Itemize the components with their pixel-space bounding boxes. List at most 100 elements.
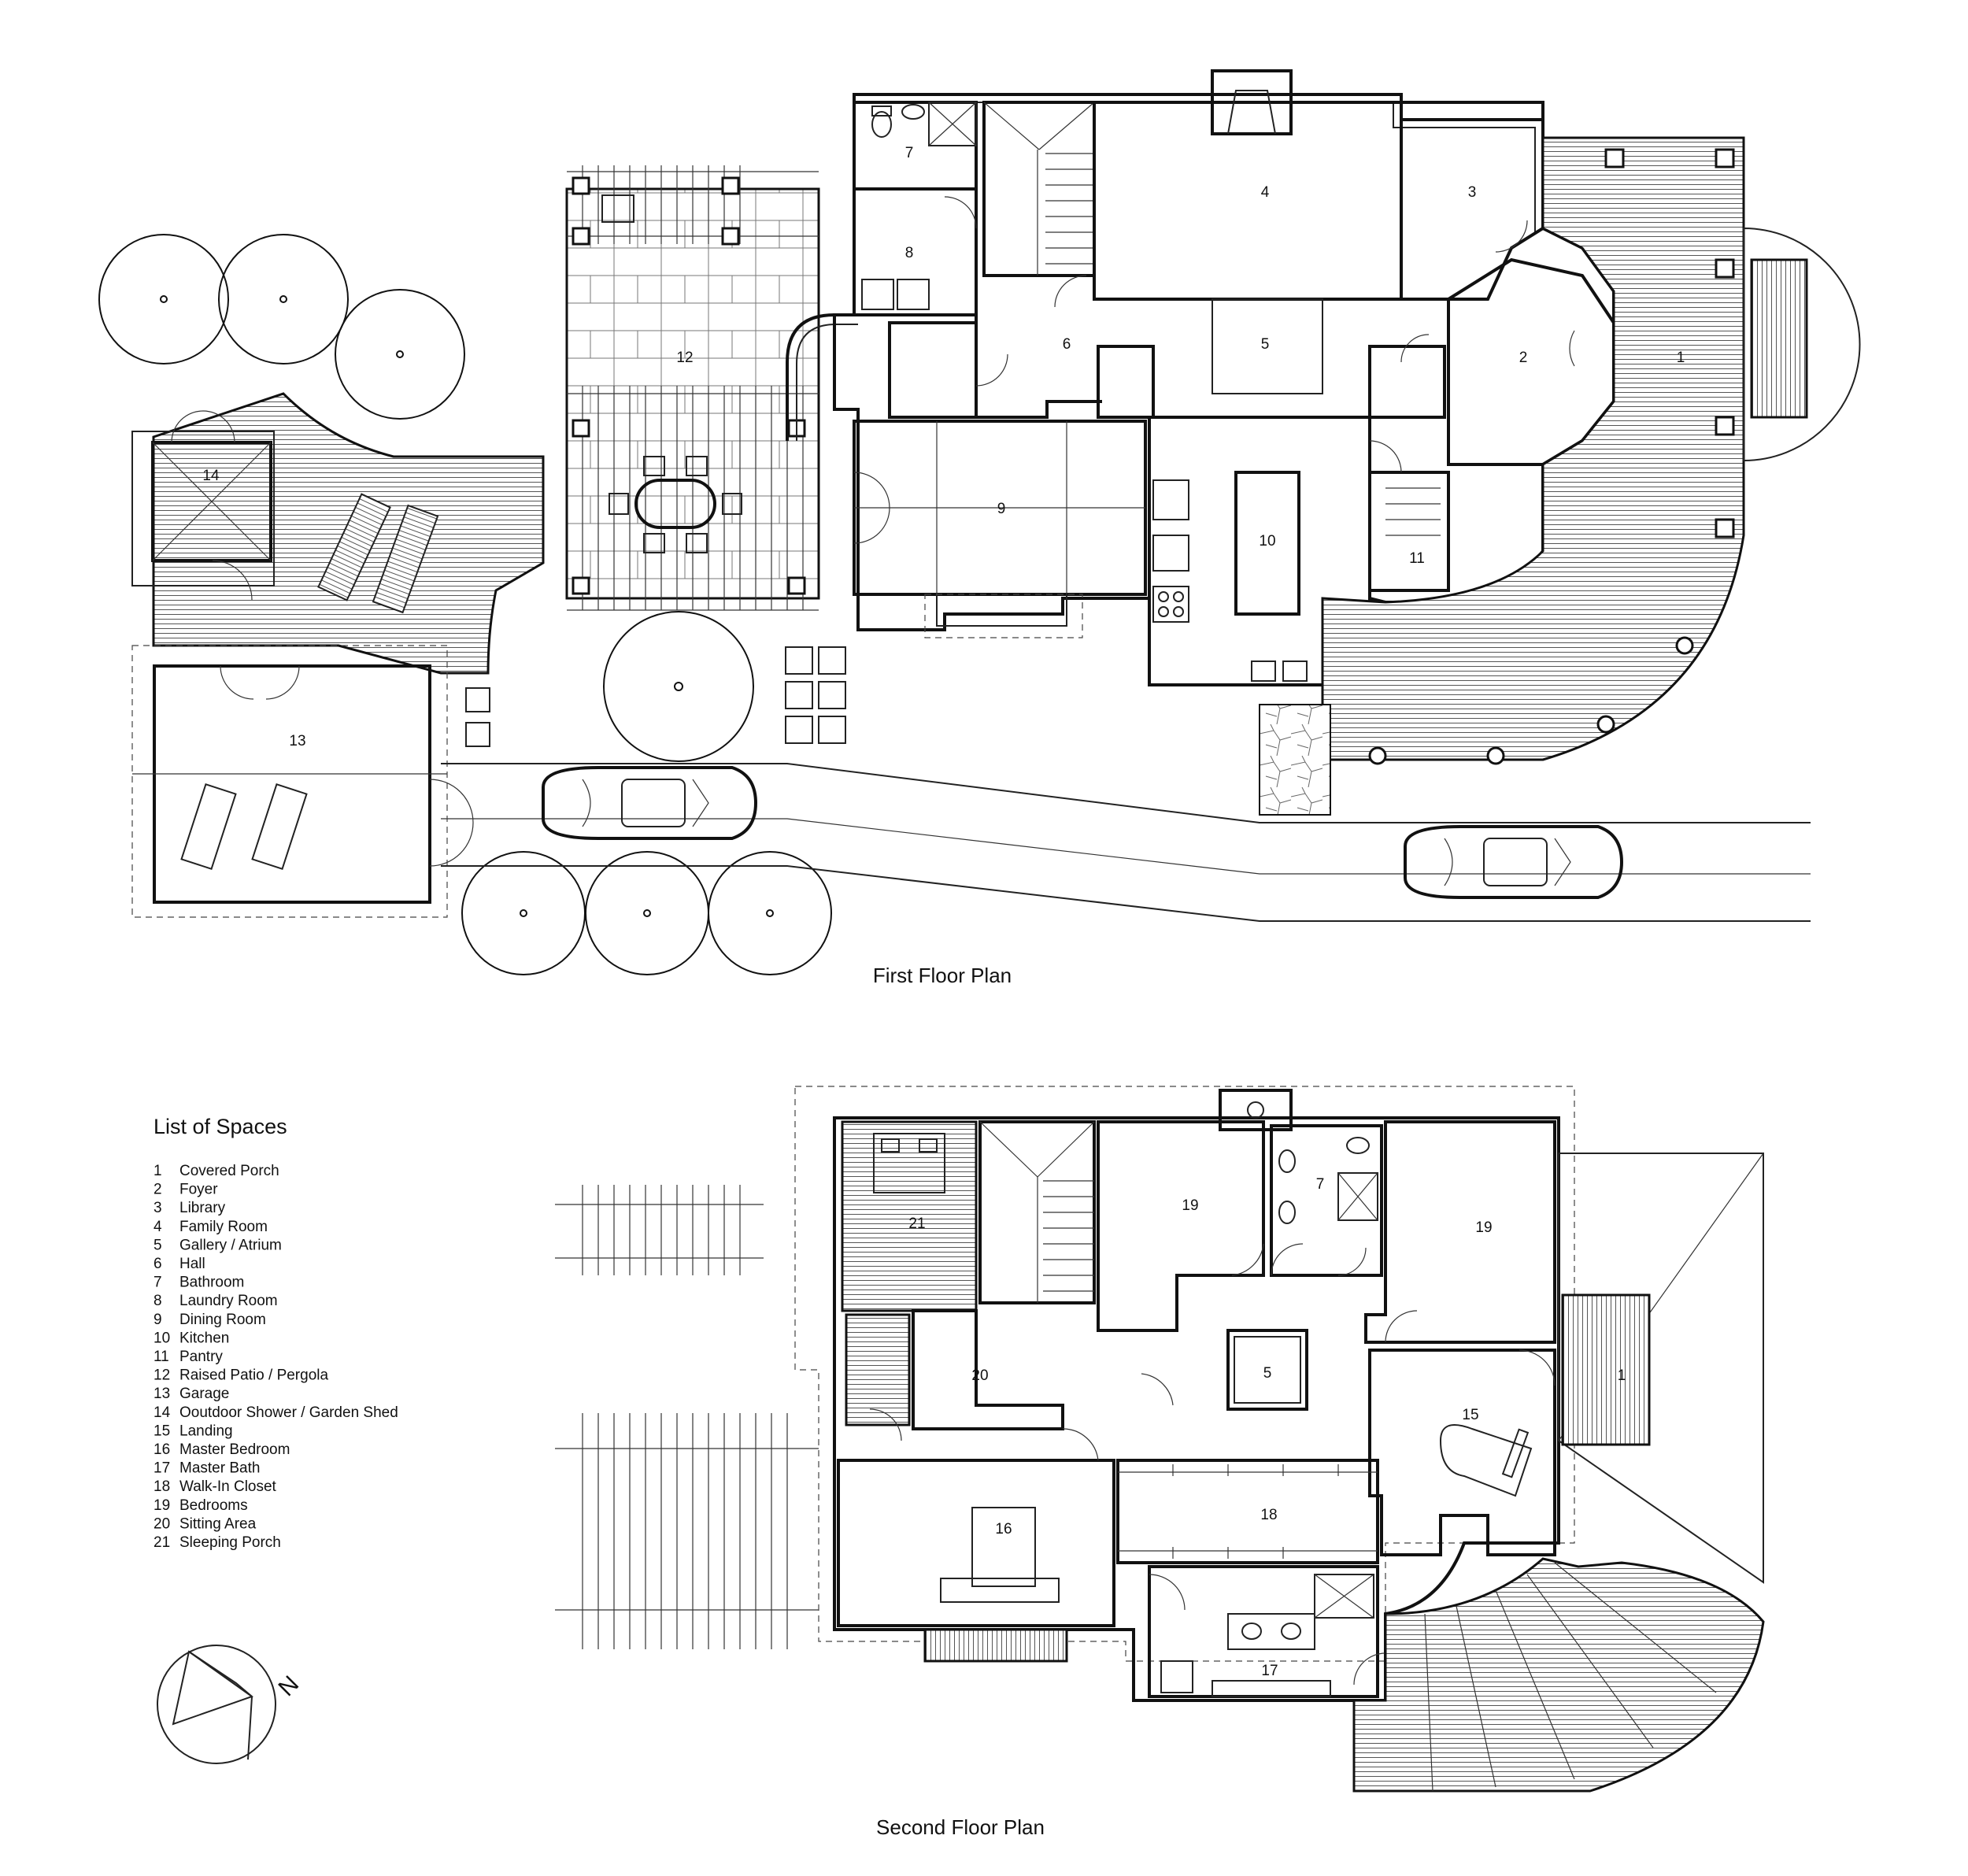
legend-item: 5 Gallery / Atrium [154,1237,282,1253]
car-icon [542,766,758,840]
room-label-17: 17 [1261,1663,1278,1679]
legend-item: 3 Library [154,1200,226,1216]
legend-item: 17 Master Bath [154,1460,260,1477]
room-label-16: 16 [995,1521,1012,1537]
room-label-14: 14 [202,468,220,484]
legend-item-number: 1 [154,1163,162,1179]
room-label-11: 11 [1409,550,1425,567]
second-floor-plan-title: Second Floor Plan [876,1815,1045,1839]
second-floor-walls [833,1089,1560,1702]
garage [131,645,474,918]
room-label-3: 3 [1468,184,1477,201]
stepping-pavers [465,646,846,747]
legend-item-number: 20 [154,1515,170,1532]
legend-item: 4 Family Room [154,1219,268,1235]
room-label-1: 1 [1618,1367,1626,1384]
room-label-6: 6 [1063,336,1071,353]
room-label-5: 5 [1261,336,1270,353]
driveway [441,763,1811,922]
legend-item-label: Bathroom [179,1275,244,1291]
legend-item-number: 12 [154,1367,170,1384]
legend-item-number: 18 [154,1478,170,1495]
legend-item-number: 17 [154,1460,170,1477]
sleeping-porch [841,1120,978,1312]
legend-item-label: Master Bedroom [179,1441,290,1458]
trees-left [98,234,465,420]
legend-item-label: Laundry Room [179,1293,278,1309]
legend-item-number: 15 [154,1423,170,1439]
legend-item-label: Master Bath [179,1460,260,1477]
room-label-7: 7 [1316,1176,1325,1193]
legend-item-number: 2 [154,1182,162,1198]
legend-item: 8 Laundry Room [154,1293,278,1309]
legend-item: 20 Sitting Area [154,1515,257,1532]
room-label-15: 15 [1462,1407,1478,1423]
legend-item: 15 Landing [154,1423,233,1439]
legend-item: 1 Covered Porch [154,1163,279,1179]
room-label-4: 4 [1261,184,1270,201]
pergola-patio [565,165,858,611]
north-arrow-icon: N [157,1645,304,1764]
legend-item-label: Foyer [179,1182,218,1198]
legend-item: 6 Hall [154,1256,205,1272]
first-floor-room-labels: 1 2 3 4 5 6 7 8 9 10 11 12 13 14 [202,145,1685,749]
legend-item-number: 19 [154,1497,170,1514]
room-label-2: 2 [1519,350,1528,366]
car-icon [1404,825,1624,899]
room-label-21: 21 [908,1216,925,1232]
legend-item: 2 Foyer [154,1182,218,1198]
room-label-12: 12 [676,350,693,366]
first-floor-plan-title: First Floor Plan [873,964,1012,987]
legend-item-label: Raised Patio / Pergola [179,1367,328,1384]
room-label-5: 5 [1263,1365,1272,1382]
legend-item-number: 5 [154,1237,162,1253]
legend-item-label: Gallery / Atrium [179,1237,282,1253]
legend-item-label: Ooutdoor Shower / Garden Shed [179,1404,398,1421]
second-floor-plan: 1 5 7 15 16 17 18 19 19 20 21 Second Flo… [555,1086,1765,1839]
legend-item-label: Sleeping Porch [179,1534,281,1551]
legend-item-label: Dining Room [179,1312,266,1328]
room-label-1: 1 [1677,350,1685,366]
room-label-10: 10 [1259,533,1275,549]
legend-item-number: 4 [154,1219,162,1235]
room-label-8: 8 [905,245,914,261]
legend-item-number: 21 [154,1534,170,1551]
room-label-7: 7 [905,145,914,161]
legend-item-label: Walk-In Closet [179,1478,277,1495]
legend-item: 18 Walk-In Closet [154,1478,277,1495]
porch-roof [1352,1153,1765,1793]
legend-item-number: 8 [154,1293,162,1309]
legend-item-label: Sitting Area [179,1515,257,1532]
legend-item-label: Family Room [179,1219,268,1235]
north-label: N [273,1671,304,1702]
legend-item-label: Pantry [179,1349,223,1365]
room-label-13: 13 [289,733,305,749]
room-label-19: 19 [1475,1219,1492,1236]
legend-item-number: 10 [154,1330,170,1346]
chaise-lounges [317,493,439,614]
legend-item-number: 9 [154,1312,162,1328]
legend-item: 12 Raised Patio / Pergola [154,1367,328,1384]
legend-item-label: Hall [179,1256,205,1272]
pergola-upper [555,1185,764,1275]
legend-items: 1 Covered Porch 2 Foyer 3 Library 4 Family Room… [154,1163,398,1551]
legend-item-label: Bedrooms [179,1497,248,1514]
legend-item-number: 6 [154,1256,162,1272]
first-floor-plan: 1 2 3 4 5 6 7 8 9 10 11 12 13 14 First F… [98,69,1861,987]
legend-item-number: 13 [154,1386,170,1402]
legend-item: 21 Sleeping Porch [154,1534,281,1551]
legend-item-label: Landing [179,1423,233,1439]
legend-item-label: Library [179,1200,226,1216]
legend-item: 9 Dining Room [154,1312,266,1328]
legend-item-label: Covered Porch [179,1163,279,1179]
covered-porch [1259,136,1861,816]
legend-item-number: 3 [154,1200,162,1216]
room-label-20: 20 [971,1367,988,1384]
